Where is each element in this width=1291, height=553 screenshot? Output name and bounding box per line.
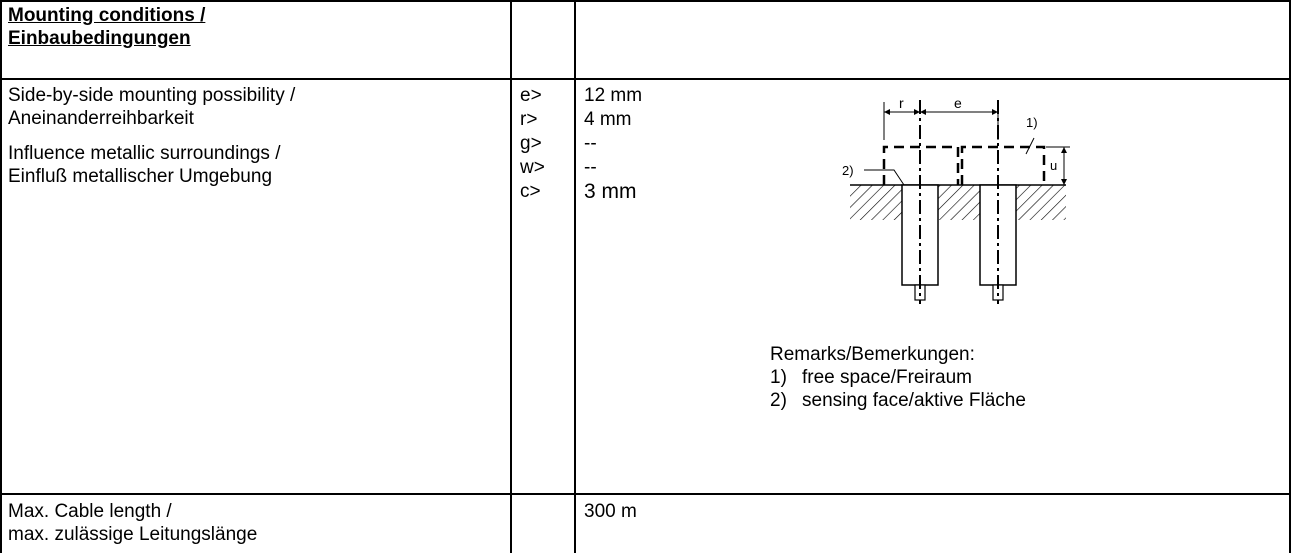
callout-2-leader [864,169,905,186]
cable-value: 300 m [584,501,637,522]
ground-hatch-middle [938,185,980,220]
remark-text: free space/Freiraum [802,367,973,388]
mounting-label: Side-by-side mounting possibility / Anei… [8,84,295,188]
value-g: -- [584,133,597,154]
ground-hatch-left [850,185,902,220]
table-border-right [1289,0,1291,553]
code-e: e> [520,85,542,106]
remarks-title: Remarks/Bemerkungen: [770,344,975,365]
mounting-values: 12 mm 4 mm -- -- 3 mm [584,84,642,204]
callout-1-leader [1025,137,1035,155]
callout-2-label: 2) [842,163,854,178]
callout-1-label: 1) [1026,115,1038,130]
code-g: g> [520,133,542,154]
remarks: Remarks/Bemerkungen: 1) free space/Freir… [770,343,1100,419]
dim-u-label: u [1050,158,1057,173]
ground-hatch-right [1016,185,1066,220]
cable-label-de: max. zulässige Leitungslänge [8,524,258,545]
mounting-codes: e> r> g> w> c> [520,84,545,204]
value-e: 12 mm [584,85,643,106]
metallic-surroundings-label-de: Einfluß metallischer Umgebung [8,166,273,187]
table-row-divider-1 [0,78,1291,80]
dim-e-label: e [954,95,962,111]
value-r: 4 mm [584,109,632,130]
value-c: 3 mm [584,180,637,203]
section-title-line2: Einbaubedingungen [8,28,191,49]
remark-number: 1) [770,367,787,388]
remark-item: 1) free space/Freiraum [770,366,1100,389]
remark-number: 2) [770,390,787,411]
mounting-diagram: r e u 1) 2) [842,95,1070,304]
code-r: r> [520,109,538,130]
section-title: Mounting conditions / Einbaubedingungen [8,4,205,50]
cable-label: Max. Cable length / max. zulässige Leitu… [8,500,257,546]
remark-item: 2) sensing face/aktive Fläche [770,389,1100,412]
dim-r-label: r [899,95,904,111]
table-row-divider-2 [0,493,1291,495]
table-divider-2 [574,0,576,553]
free-space-outline [882,145,1046,185]
table-divider-1 [510,0,512,553]
metallic-surroundings-label: Influence metallic surroundings / [8,143,281,164]
code-w: w> [520,157,545,178]
section-title-line1: Mounting conditions / [8,5,206,26]
side-by-side-label-de: Aneinanderreihbarkeit [8,108,194,129]
side-by-side-label: Side-by-side mounting possibility / [8,85,296,106]
table-border-left [0,0,2,553]
remark-text: sensing face/aktive Fläche [802,390,1026,411]
value-w: -- [584,157,597,178]
cable-label-en: Max. Cable length / [8,501,172,522]
table-border-top [0,0,1291,2]
code-c: c> [520,181,541,202]
